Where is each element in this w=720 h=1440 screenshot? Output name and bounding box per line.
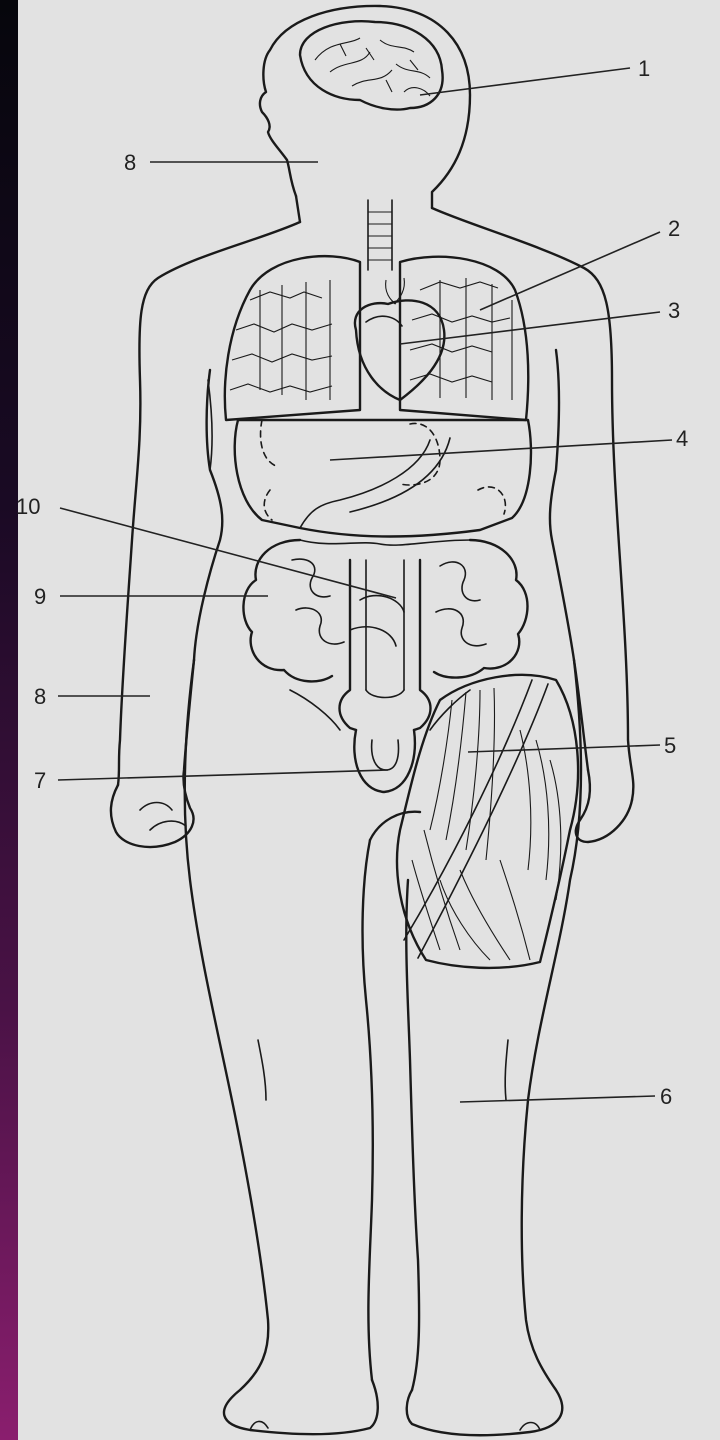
label-7: 7 [34, 768, 46, 793]
label-9: 9 [34, 584, 46, 609]
body-outline [111, 6, 633, 1435]
label-8-arm: 8 [34, 684, 46, 709]
leader-lines [58, 68, 672, 1102]
label-4: 4 [676, 426, 688, 451]
callout-labels: 1 8 2 3 4 10 9 8 5 7 6 [16, 56, 688, 1109]
label-1: 1 [638, 56, 650, 81]
lungs [225, 256, 528, 420]
label-8-head: 8 [124, 150, 136, 175]
label-3: 3 [668, 298, 680, 323]
label-5: 5 [664, 733, 676, 758]
label-2: 2 [668, 216, 680, 241]
trachea [368, 200, 392, 270]
brain [300, 21, 443, 109]
thigh-muscles [397, 675, 578, 968]
liver-stomach [235, 420, 531, 537]
label-10: 10 [16, 494, 40, 519]
intestines [243, 540, 527, 681]
label-6: 6 [660, 1084, 672, 1109]
